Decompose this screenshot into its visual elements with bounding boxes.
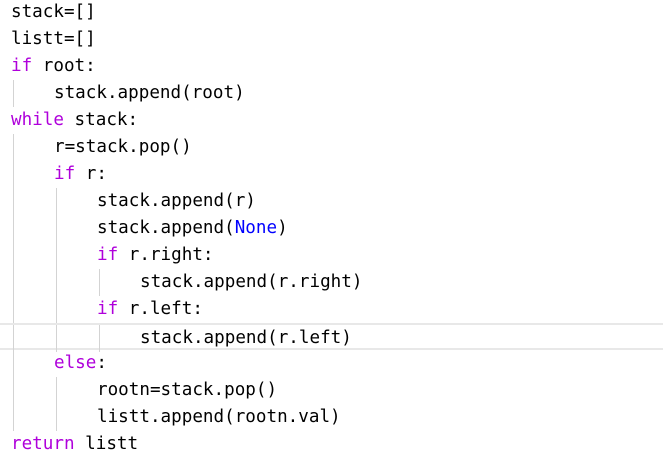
code-token: ) [277,218,288,238]
code-line[interactable]: stack.append(r.left) [0,323,663,352]
indent-guide [13,296,14,323]
indent-guide [56,215,57,242]
code-text: if r: [54,161,107,188]
code-line[interactable]: else: [0,350,663,377]
indent-guide [56,269,57,296]
code-text: while stack: [11,107,138,134]
indent-guide [13,134,14,161]
code-token: : [96,353,107,373]
code-line[interactable]: stack.append(root) [0,80,663,107]
keyword-token: while [11,110,64,130]
code-token: stack=[] [11,2,96,22]
keyword-token: return [11,434,75,454]
code-line[interactable]: while stack: [0,107,663,134]
indent-guide [56,325,57,352]
code-line[interactable]: listt.append(rootn.val) [0,404,663,431]
indent-guide [99,269,100,296]
code-token: stack.append(r.right) [140,272,363,292]
indent-guide [13,404,14,431]
keyword-token: if [97,299,119,319]
indent-guide [13,80,14,107]
code-token: r.left: [118,299,203,319]
code-token: stack.append(root) [54,83,245,103]
code-line[interactable]: if r.left: [0,296,663,323]
code-line[interactable]: stack=[] [0,0,663,26]
code-token: root: [32,56,96,76]
indent-guide [56,404,57,431]
code-token: r=stack.pop() [54,137,192,157]
code-token: stack.append( [97,218,235,238]
code-line[interactable]: stack.append(r) [0,188,663,215]
code-token: stack: [63,110,139,130]
code-line[interactable]: listt=[] [0,26,663,53]
code-text: return listt [11,431,138,458]
indent-guide [56,296,57,323]
code-text: listt=[] [11,26,96,53]
code-token: stack.append(r) [97,191,256,211]
indent-guide [13,377,14,404]
indent-guide [13,269,14,296]
code-token: listt [74,434,139,454]
indent-guide [13,161,14,188]
keyword-token: if [54,164,76,184]
keyword-token: else [54,353,97,373]
code-token: listt=[] [11,29,96,49]
indent-guide [13,242,14,269]
keyword-token: if [11,56,33,76]
code-text: stack=[] [11,0,96,26]
code-token: stack.append(r.left) [140,328,352,348]
indent-guide [13,325,14,352]
code-token: r: [75,164,107,184]
code-text: stack.append(root) [54,80,245,107]
code-token: r.right: [118,245,214,265]
indent-guide [56,377,57,404]
code-text: rootn=stack.pop() [97,377,277,404]
code-text: stack.append(r.left) [140,325,352,352]
code-line[interactable]: stack.append(r.right) [0,269,663,296]
indent-guide [56,242,57,269]
constant-token: None [234,218,278,238]
indent-guide [99,325,100,352]
code-token: listt.append(rootn.val) [97,407,341,427]
code-text: if r.left: [97,296,203,323]
code-token: rootn=stack.pop() [97,380,278,400]
code-line[interactable]: if root: [0,53,663,80]
code-text: stack.append(r) [97,188,256,215]
code-line[interactable]: if r: [0,161,663,188]
code-line[interactable]: stack.append(None) [0,215,663,242]
code-text: listt.append(rootn.val) [97,404,341,431]
code-line[interactable]: r=stack.pop() [0,134,663,161]
code-line[interactable]: rootn=stack.pop() [0,377,663,404]
code-text: else: [54,350,107,377]
code-line[interactable]: if r.right: [0,242,663,269]
code-line[interactable]: return listt [0,431,663,458]
indent-guide [13,350,14,377]
indent-guide [13,215,14,242]
indent-guide [13,188,14,215]
code-text: stack.append(None) [97,215,288,242]
code-text: r=stack.pop() [54,134,192,161]
code-text: if root: [11,53,96,80]
keyword-token: if [97,245,119,265]
code-text: stack.append(r.right) [140,269,362,296]
code-text: if r.right: [97,242,214,269]
indent-guide [56,188,57,215]
